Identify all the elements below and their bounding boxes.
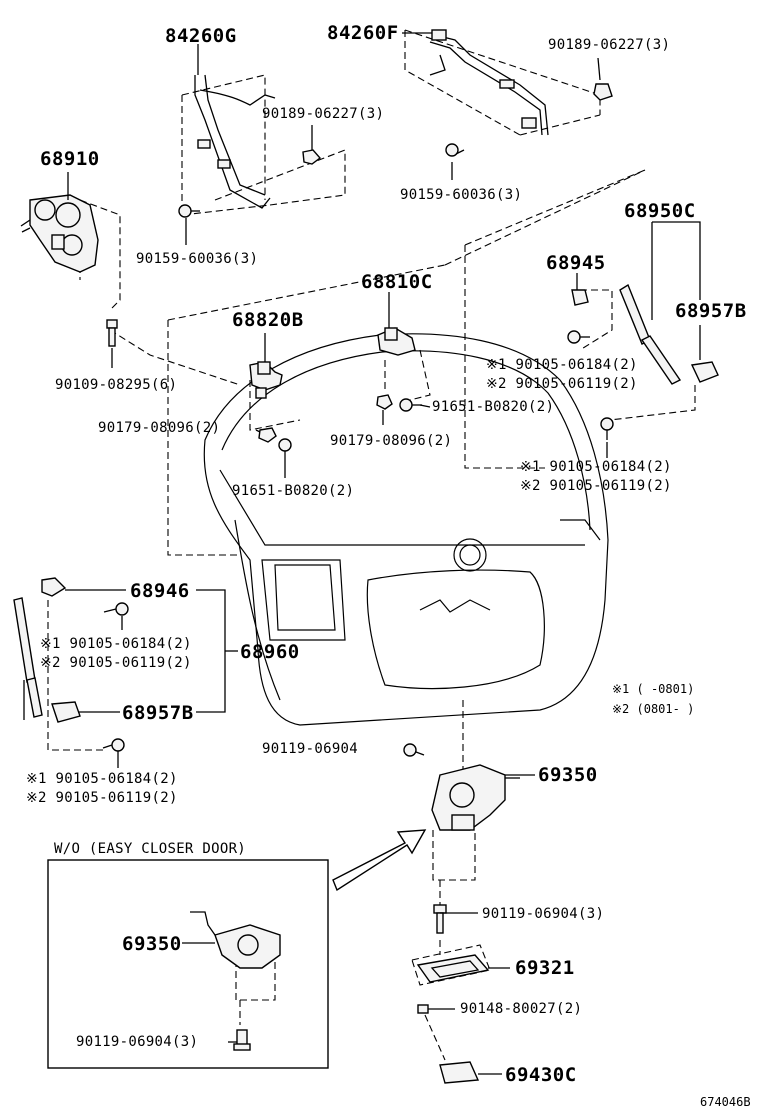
label-90189-a: 90189-06227(3) <box>262 106 385 122</box>
label-90105-left-2a: ※2 90105-06119(2) <box>40 655 192 671</box>
label-90179-a: 90179-08096(2) <box>98 420 221 436</box>
clip-90189-b <box>593 83 613 101</box>
label-69430C: 69430C <box>505 1064 577 1086</box>
label-90105-right-2b: ※2 90105-06119(2) <box>520 478 672 494</box>
label-68957B-left: 68957B <box>122 702 194 724</box>
clip-90189-a <box>302 149 322 165</box>
leader-lines <box>20 32 701 1075</box>
label-90105-left-1b: ※1 90105-06184(2) <box>26 771 178 787</box>
label-90159-b: 90159-60036(3) <box>400 187 523 203</box>
striker-69430C <box>439 1061 480 1084</box>
label-68946: 68946 <box>130 580 190 602</box>
label-90179-b: 90179-08096(2) <box>330 433 453 449</box>
label-90119-a: 90119-06904 <box>262 741 359 757</box>
stay-bracket-68946 <box>41 577 67 597</box>
back-door-lock-68910 <box>21 194 99 273</box>
label-68820B: 68820B <box>232 309 304 331</box>
label-69350-inset: 69350 <box>122 933 182 955</box>
label-68957B-right: 68957B <box>675 300 747 322</box>
stay-bracket-68957B-left <box>51 701 81 723</box>
bolt-90119-a <box>403 743 425 757</box>
nut-90179-b <box>376 394 393 410</box>
inset-arrow <box>332 829 427 892</box>
label-90148: 90148-80027(2) <box>460 1001 583 1017</box>
note-applicability-2: ※2 (0801- ) <box>612 702 695 716</box>
door-lock-69350 <box>431 764 520 831</box>
label-90159-a: 90159-60036(3) <box>136 251 259 267</box>
striker-cover-69321 <box>416 954 490 983</box>
bolt-90105-left-a <box>103 602 129 616</box>
label-90105-right-1a: ※1 90105-06184(2) <box>486 357 638 373</box>
label-68950C: 68950C <box>624 200 696 222</box>
label-68945: 68945 <box>546 252 606 274</box>
bolt-91651-a <box>399 398 422 412</box>
bolt-90105-left-b <box>102 738 125 752</box>
label-90119-inset: 90119-06904(3) <box>76 1034 199 1050</box>
hinge-68820B <box>249 361 283 399</box>
back-door-outline <box>203 333 609 726</box>
label-69350-main: 69350 <box>538 764 598 786</box>
bolt-91651-b <box>278 438 292 462</box>
screw-90159-b <box>445 143 465 157</box>
inset-frame <box>47 859 329 1069</box>
hinge-68810C <box>377 327 416 356</box>
label-68810C: 68810C <box>361 271 433 293</box>
gas-stay-68960 <box>13 597 43 718</box>
diagram-code: 674046B <box>700 1095 751 1109</box>
label-68910: 68910 <box>40 148 100 170</box>
note-applicability-1: ※1 ( -0801) <box>612 682 695 696</box>
screw-90148 <box>417 1004 429 1014</box>
wire-harness-84260G <box>194 74 276 209</box>
gas-stay-68950C <box>619 283 682 385</box>
stay-bracket-68957B-right <box>690 361 719 383</box>
label-91651-a: 91651-B0820(2) <box>432 399 555 415</box>
bolt-90109 <box>106 319 118 347</box>
label-90105-right-2a: ※2 90105-06119(2) <box>486 376 638 392</box>
label-68960: 68960 <box>240 641 300 663</box>
label-69321: 69321 <box>515 957 575 979</box>
label-91651-b: 91651-B0820(2) <box>232 483 355 499</box>
label-90119-b: 90119-06904(3) <box>482 906 605 922</box>
bolt-90105-right-b <box>600 417 614 440</box>
screw-90159-a <box>178 204 200 218</box>
bolt-90119-inset <box>233 1029 251 1051</box>
label-84260F: 84260F <box>327 22 399 44</box>
door-lock-69350-inset <box>190 911 281 969</box>
wire-harness-84260F <box>429 29 549 136</box>
inset-title: W/O (EASY CLOSER DOOR) <box>54 841 247 857</box>
bolt-90119-b <box>433 904 447 934</box>
stay-bracket-68945 <box>571 289 589 306</box>
label-90105-right-1b: ※1 90105-06184(2) <box>520 459 672 475</box>
dashed-guides <box>47 29 696 1061</box>
label-90189-b: 90189-06227(3) <box>548 37 671 53</box>
label-84260G: 84260G <box>165 25 237 47</box>
label-90105-left-2b: ※2 90105-06119(2) <box>26 790 178 806</box>
label-90105-left-1a: ※1 90105-06184(2) <box>40 636 192 652</box>
label-90109: 90109-08295(6) <box>55 377 178 393</box>
bolt-90105-right-a <box>567 330 590 344</box>
nut-90179-a <box>258 427 277 443</box>
